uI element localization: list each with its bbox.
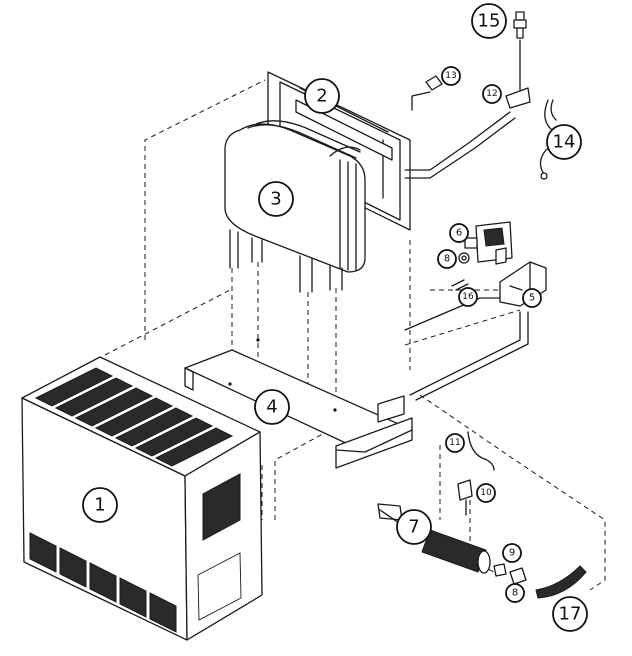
- svg-text:3: 3: [270, 189, 281, 210]
- top-grill: [34, 367, 234, 467]
- svg-text:14: 14: [553, 132, 576, 153]
- svg-text:11: 11: [449, 438, 460, 448]
- callout-13: 13: [441, 66, 461, 86]
- svg-text:4: 4: [266, 397, 277, 418]
- callout-14: 14: [546, 124, 582, 160]
- callout-15: 15: [471, 3, 507, 39]
- sensor-wire: [467, 431, 495, 471]
- svg-text:8: 8: [444, 254, 450, 265]
- thermostat-bracket: [457, 479, 473, 516]
- svg-text:2: 2: [316, 86, 327, 107]
- callout-5: 5: [522, 288, 542, 308]
- svg-text:8: 8: [512, 588, 518, 599]
- callout-9: 9: [502, 543, 522, 563]
- callout-8-lower: 8: [505, 583, 525, 603]
- assembly-guide-lines: [104, 79, 606, 591]
- callout-8-upper: 8: [437, 249, 457, 269]
- svg-text:12: 12: [486, 89, 497, 99]
- base-pan: [184, 338, 413, 469]
- side-vent: [202, 473, 241, 541]
- callout-3: 3: [258, 181, 294, 217]
- orifice-nut: [509, 567, 527, 585]
- callout-11: 11: [445, 433, 465, 453]
- pilot-bracket: [505, 39, 531, 109]
- callout-10: 10: [476, 483, 496, 503]
- svg-text:16: 16: [462, 292, 474, 302]
- svg-text:6: 6: [456, 228, 462, 239]
- callout-16: 16: [458, 287, 478, 307]
- callout-7: 7: [396, 509, 432, 545]
- callout-1: 1: [82, 487, 118, 523]
- flex-gas-line: [535, 565, 587, 599]
- gas-valve: [464, 221, 513, 265]
- heat-exchanger: [224, 120, 366, 293]
- svg-text:7: 7: [408, 517, 419, 538]
- svg-text:9: 9: [509, 548, 515, 559]
- pilot-orifice: [425, 75, 443, 91]
- heater-cabinet: [21, 356, 263, 641]
- pilot-assembly: [513, 11, 527, 39]
- svg-text:13: 13: [445, 71, 456, 81]
- valve-knob: [458, 252, 470, 264]
- fitting-16: [451, 279, 469, 291]
- callout-12: 12: [482, 84, 502, 104]
- svg-text:5: 5: [529, 293, 535, 304]
- bottom-louvers: [29, 532, 177, 633]
- callout-6: 6: [449, 223, 469, 243]
- callout-2: 2: [304, 78, 340, 114]
- callout-17: 17: [552, 596, 588, 632]
- svg-text:17: 17: [559, 604, 582, 625]
- svg-text:10: 10: [480, 488, 492, 498]
- burner-tube: [377, 503, 491, 574]
- callout-4: 4: [254, 389, 290, 425]
- svg-text:15: 15: [478, 11, 501, 32]
- svg-text:1: 1: [94, 495, 105, 516]
- burner-orifice: [493, 563, 507, 577]
- gas-pipes: [404, 91, 529, 401]
